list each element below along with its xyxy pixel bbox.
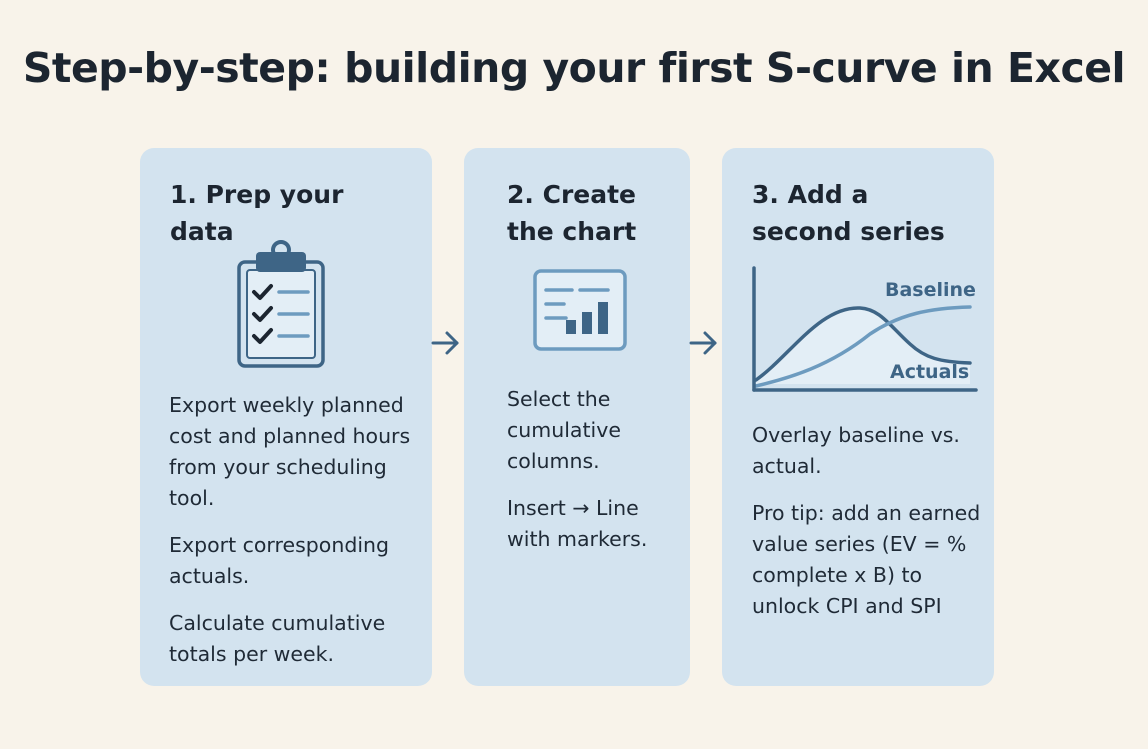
step-card-prep-data: 1. Prep your data Export weekly planned … <box>140 148 432 686</box>
step-paragraph: Insert → Line with markers. <box>507 496 648 551</box>
step-card-create-chart: 2. Create the chart Select the cumulativ… <box>464 148 690 686</box>
step-paragraph: Overlay baseline vs. actual. <box>752 423 960 478</box>
step-title: 3. Add a second series <box>752 180 945 246</box>
step-paragraph: Export corresponding actuals. <box>169 533 390 588</box>
baseline-label: Baseline <box>885 279 976 301</box>
actuals-label: Actuals <box>890 361 969 383</box>
step-paragraph: Pro tip: add an earned value series (EV … <box>752 501 981 618</box>
clipboard-checklist-icon <box>237 240 325 368</box>
step-paragraph: Calculate cumulative totals per week. <box>169 611 386 666</box>
step-body: Export weekly planned cost and planned h… <box>169 390 419 686</box>
step-title: 2. Create the chart <box>507 180 637 246</box>
step-body: Overlay baseline vs. actual. Pro tip: ad… <box>752 420 984 638</box>
bar-chart-window-icon <box>533 269 627 351</box>
s-curve-chart-icon: Baseline Actuals <box>752 266 978 392</box>
step-card-second-series: 3. Add a second series Baseline Actuals … <box>722 148 994 686</box>
page-title: Step-by-step: building your first S-curv… <box>22 44 1126 92</box>
arrow-right-icon <box>689 331 717 355</box>
step-title: 1. Prep your data <box>170 180 344 246</box>
step-body: Select the cumulative columns. Insert → … <box>507 384 677 571</box>
arrow-right-icon <box>431 331 459 355</box>
step-paragraph: Select the cumulative columns. <box>507 387 621 473</box>
step-paragraph: Export weekly planned cost and planned h… <box>169 393 411 510</box>
